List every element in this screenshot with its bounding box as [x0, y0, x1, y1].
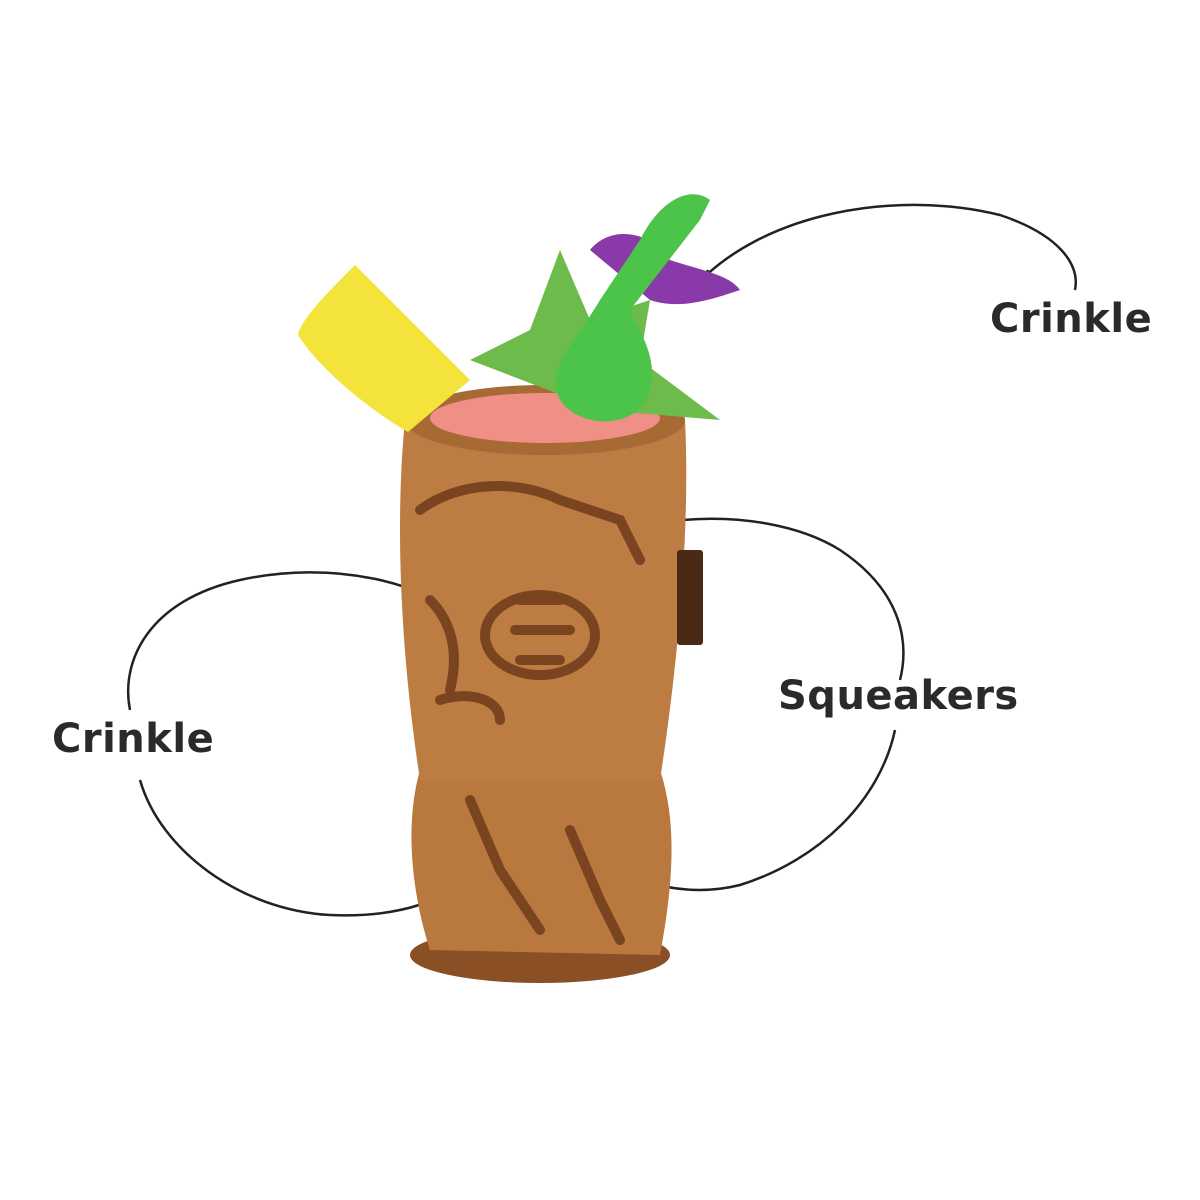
tiki-carving — [415, 481, 645, 945]
brand-tag — [677, 550, 703, 645]
feature-label-crinkle-left: Crinkle — [52, 716, 215, 762]
arrow-top-crinkle — [689, 203, 1077, 293]
feature-label-crinkle-top: Crinkle — [990, 296, 1153, 342]
feature-label-squeakers: Squeakers — [778, 673, 1019, 719]
flower — [590, 233, 740, 305]
straw — [555, 194, 710, 422]
pineapple-wedge — [298, 265, 470, 432]
